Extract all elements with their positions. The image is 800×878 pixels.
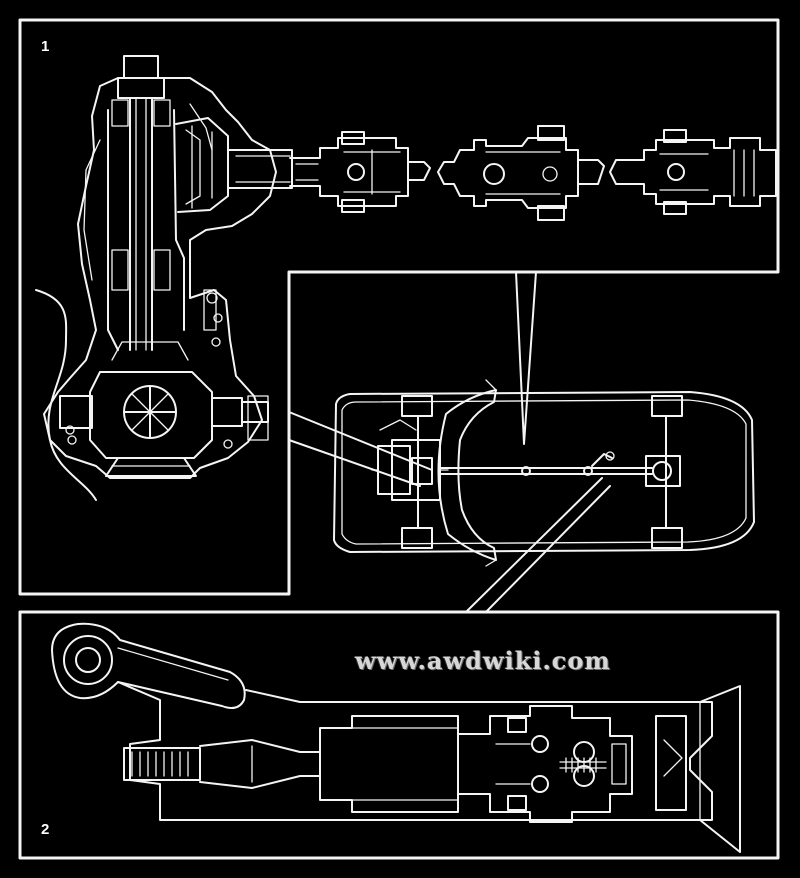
rear-axle-housing xyxy=(117,681,741,853)
watermark-text: www.awdwiki.com xyxy=(355,646,611,675)
rear-propshaft-joint xyxy=(609,129,777,215)
car-plan-view xyxy=(333,379,755,567)
callout-lines xyxy=(288,271,611,613)
panel-1-frame xyxy=(18,18,780,596)
center-bearing-joint xyxy=(437,125,605,221)
center-differential-cutaway xyxy=(35,55,293,501)
torque-arm-eye xyxy=(51,622,246,709)
front-propshaft-joint xyxy=(289,131,431,213)
panel-2-number: 2 xyxy=(41,821,50,838)
panel-2-frame xyxy=(18,610,780,860)
panel-1-number: 1 xyxy=(41,38,50,55)
